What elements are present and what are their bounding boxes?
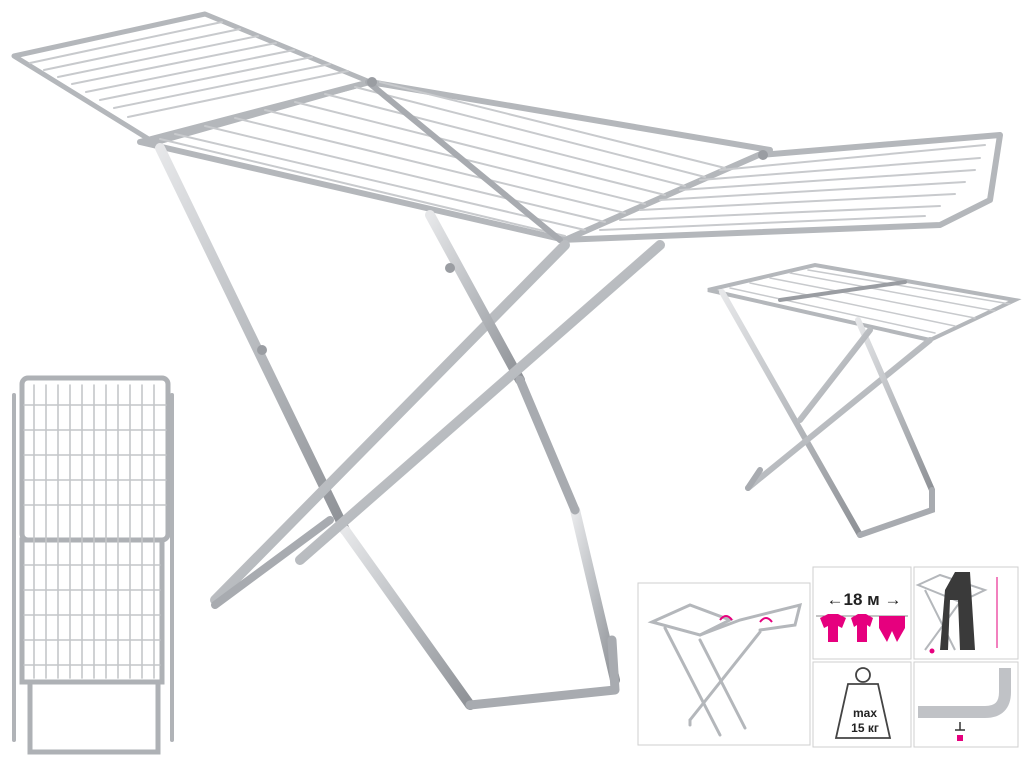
- max-label: max: [852, 706, 878, 720]
- clothes-line-length-label: ←18 м →: [826, 590, 902, 609]
- height-thumb: [913, 566, 1019, 660]
- dryer-wings-thumb: [637, 582, 811, 746]
- dryer-compact-image: [707, 262, 1022, 538]
- max-weight-label: max 15 кг: [840, 706, 890, 736]
- dryer-main-image: [11, 11, 1003, 710]
- foot-cap-thumb: [913, 661, 1019, 748]
- weight-value-label: 15 кг: [851, 721, 879, 735]
- clothes-length-thumb: [812, 566, 912, 660]
- weight-thumb: [812, 661, 912, 748]
- dryer-folded-image: [12, 375, 174, 755]
